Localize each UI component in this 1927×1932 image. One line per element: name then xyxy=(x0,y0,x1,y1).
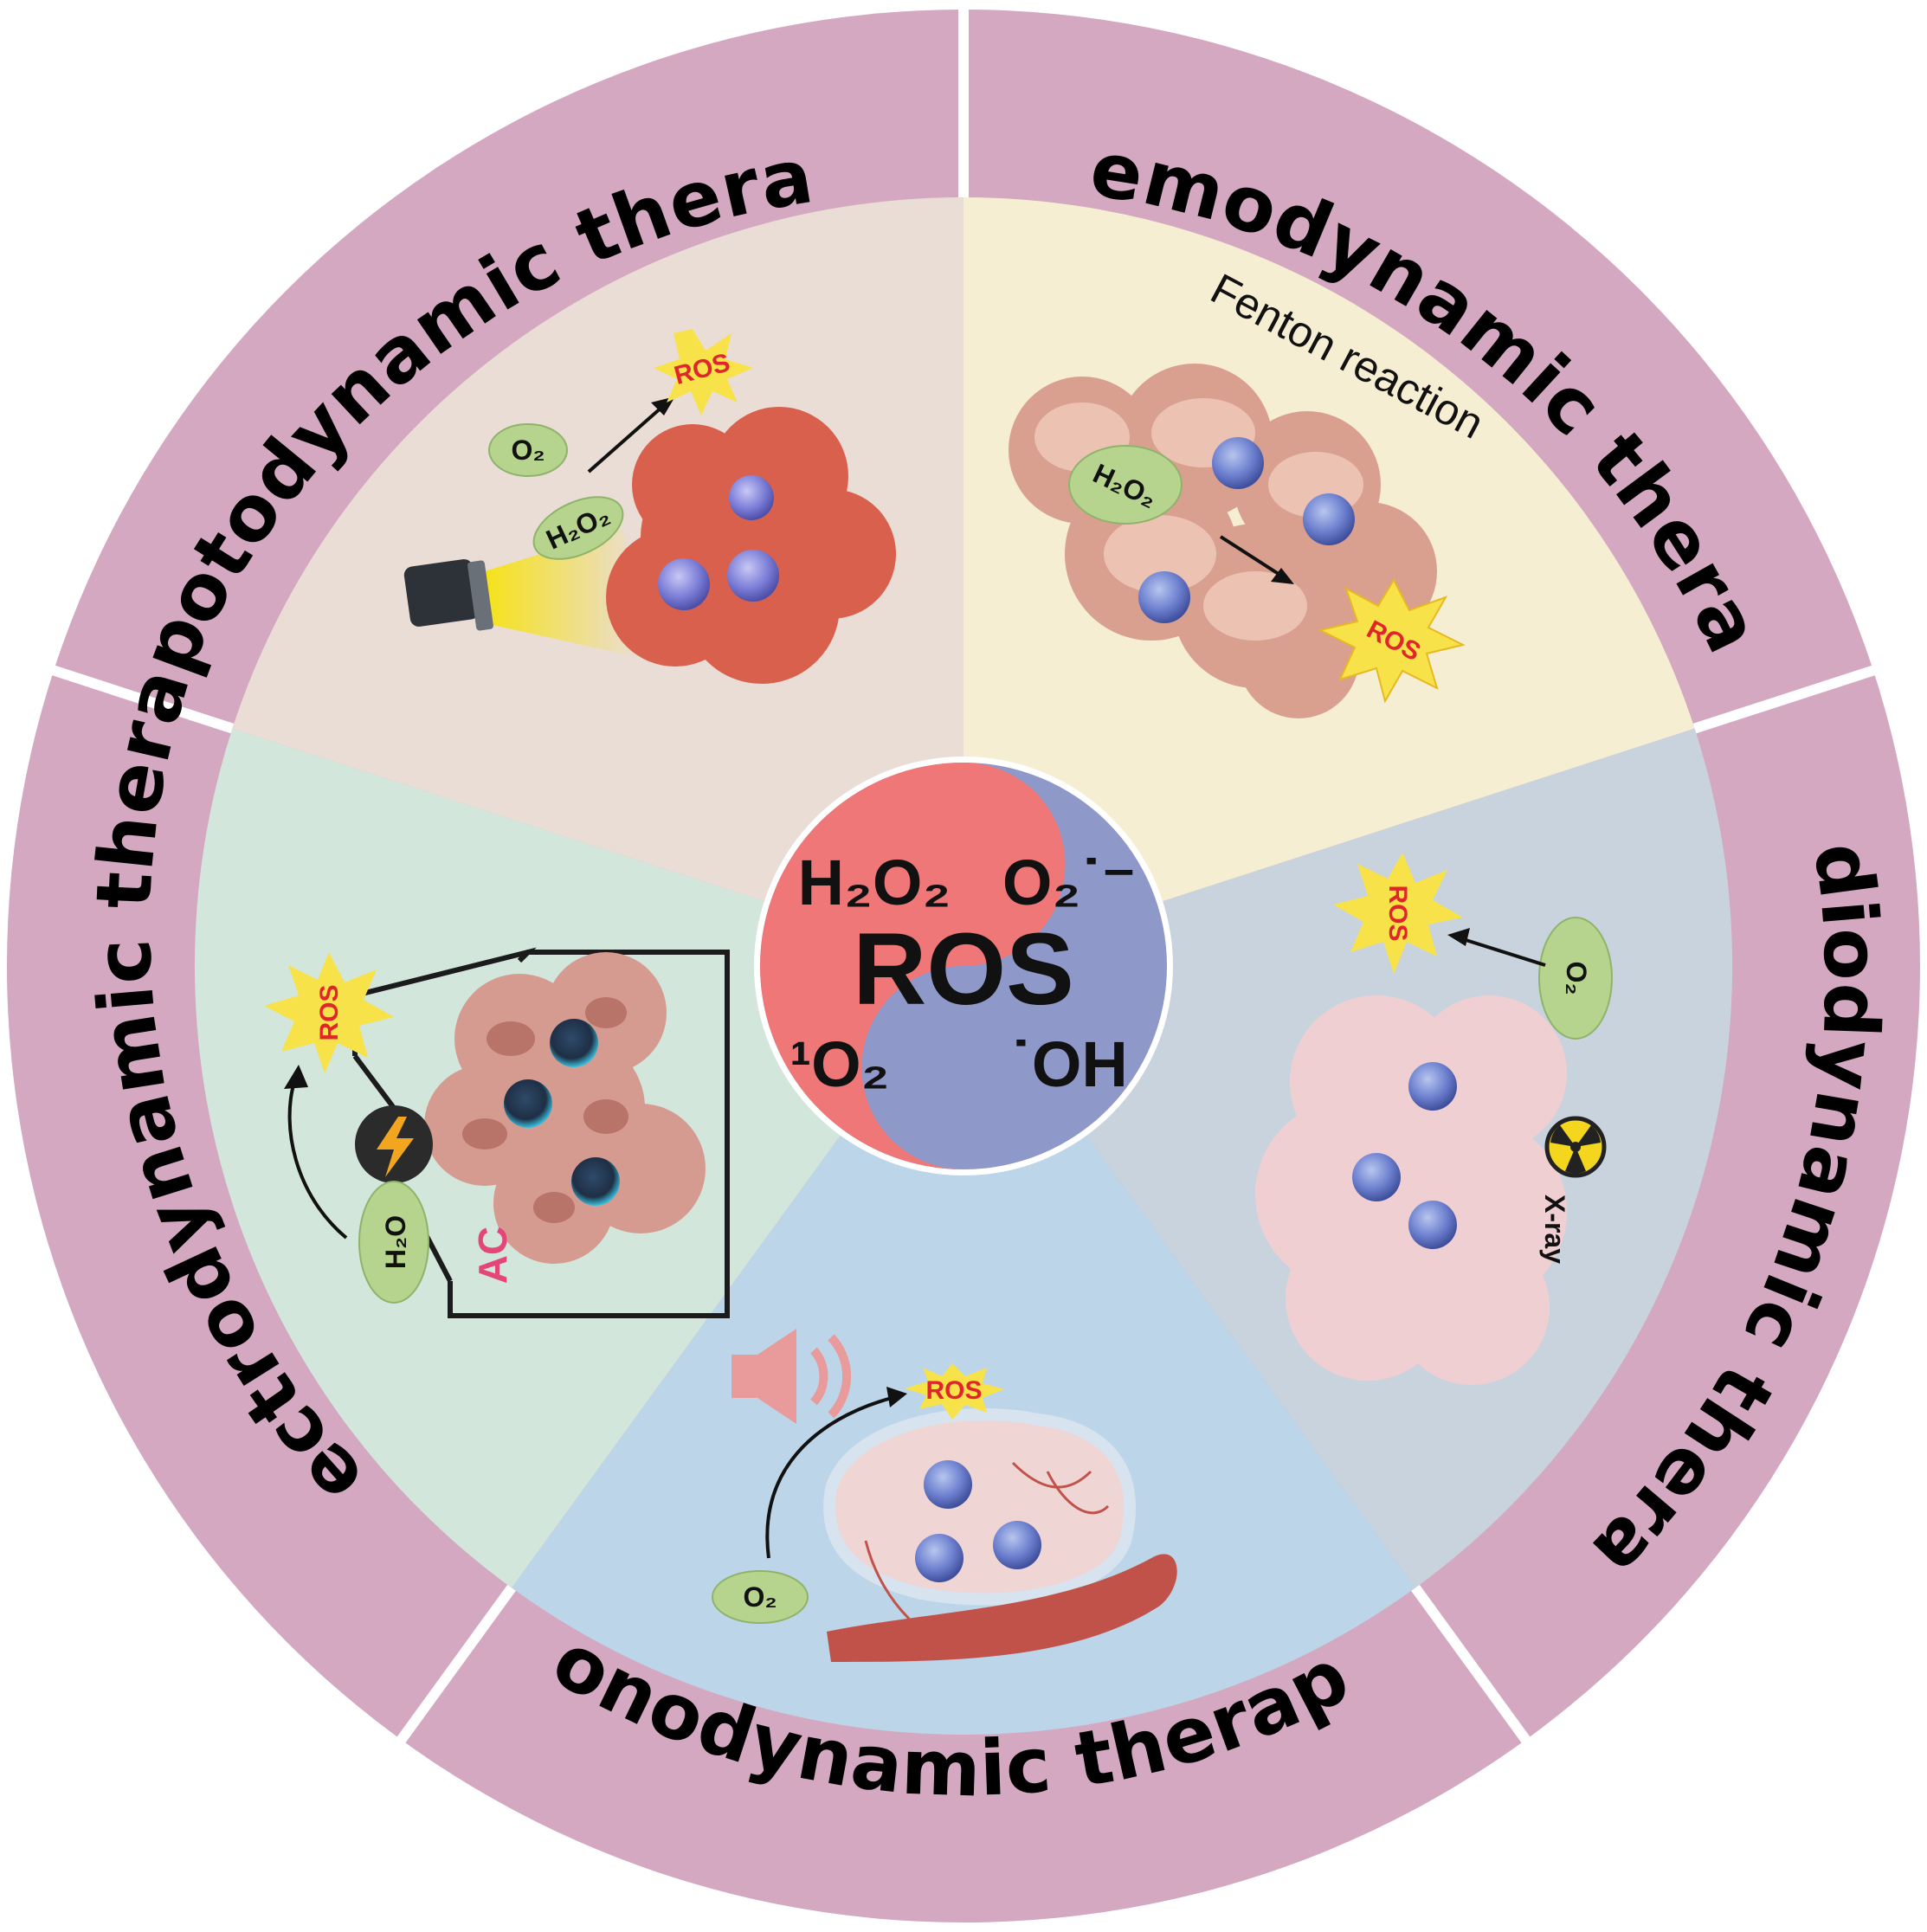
photodynamic-illustration: O₂ H₂O₂ ROS xyxy=(403,329,896,684)
ring-separators xyxy=(47,4,1880,1748)
ros-center-badge: H₂O₂ O₂˙⁻ ROS ¹O₂ ˙OH xyxy=(754,757,1173,1175)
sector-sonodynamic xyxy=(512,966,1415,1736)
h2o-label: H₂O xyxy=(380,1215,411,1269)
nanoparticle xyxy=(727,550,779,602)
ros-burst xyxy=(1333,853,1463,974)
h2o2-molecule xyxy=(1068,445,1183,525)
ros-title: ROS xyxy=(853,912,1074,1027)
ros-burst xyxy=(1318,577,1466,704)
arrowhead xyxy=(886,1387,907,1407)
lightning-icon xyxy=(355,1105,433,1183)
circuit-wire xyxy=(352,947,730,1318)
nanoparticle xyxy=(1408,1201,1457,1249)
tumor-mass xyxy=(823,1407,1137,1606)
reaction-arrow xyxy=(1462,937,1546,967)
reaction-arrow xyxy=(287,1081,348,1240)
radiation-icon xyxy=(1544,1116,1607,1178)
circuit-wire xyxy=(352,1054,396,1110)
nanoparticle xyxy=(550,1019,598,1067)
nanoparticle xyxy=(915,1534,964,1582)
h2o-molecule xyxy=(358,1181,429,1304)
species-hydroxyl: ˙OH xyxy=(1010,1028,1128,1100)
ros-tag: ROS xyxy=(1383,885,1412,941)
arrowhead xyxy=(1447,928,1470,946)
h2o2-molecule xyxy=(532,496,624,560)
reaction-arrow xyxy=(587,405,664,473)
yin-yang-left xyxy=(760,763,1066,1169)
ros-burst xyxy=(264,952,394,1073)
nanoparticle xyxy=(993,1521,1041,1569)
o2-label: O₂ xyxy=(1561,961,1592,995)
species-superoxide: O₂˙⁻ xyxy=(1002,847,1136,918)
capillaries xyxy=(864,1461,1110,1620)
nanoparticle xyxy=(1352,1153,1401,1201)
o2-molecule xyxy=(1538,917,1613,1040)
arrowhead xyxy=(284,1065,308,1089)
flashlight-icon xyxy=(403,528,641,658)
blood-vessel xyxy=(827,1554,1177,1662)
cell-nuclei xyxy=(462,997,628,1223)
ros-burst xyxy=(654,329,753,415)
nanoparticle xyxy=(924,1460,972,1509)
ros-tag: ROS xyxy=(925,1376,982,1405)
electrodynamic-illustration: AC H₂O ROS xyxy=(264,947,730,1318)
nanoparticle xyxy=(571,1157,620,1206)
nanoparticle xyxy=(729,475,774,520)
sonodynamic-illustration: O₂ ROS xyxy=(712,1329,1177,1662)
o2-label: O₂ xyxy=(511,435,545,466)
nanoparticle xyxy=(504,1079,552,1128)
nanoparticle xyxy=(1303,493,1355,545)
o2-molecule xyxy=(712,1570,809,1624)
species-h2o2: H₂O₂ xyxy=(798,847,951,918)
nanoparticle xyxy=(1138,571,1190,623)
nanoparticle xyxy=(1408,1062,1457,1111)
ac-label: AC xyxy=(470,1227,515,1284)
radiodynamic-illustration: O₂ ROS X-ray xyxy=(1255,853,1613,1385)
o2-label: O₂ xyxy=(743,1581,777,1613)
ros-tag: ROS xyxy=(315,984,344,1040)
speaker-icon xyxy=(731,1329,852,1424)
reaction-arrow xyxy=(765,1396,893,1559)
ros-burst xyxy=(905,1363,1004,1420)
xray-label: X-ray xyxy=(1539,1195,1570,1264)
species-singlet: ¹O₂ xyxy=(789,1028,889,1100)
tumor-cluster xyxy=(1255,995,1567,1385)
reaction-arrow xyxy=(1219,535,1283,577)
arrowhead xyxy=(1271,568,1294,584)
o2-molecule xyxy=(488,423,568,477)
nanoparticle xyxy=(1212,437,1264,489)
nanoparticle xyxy=(658,558,710,610)
